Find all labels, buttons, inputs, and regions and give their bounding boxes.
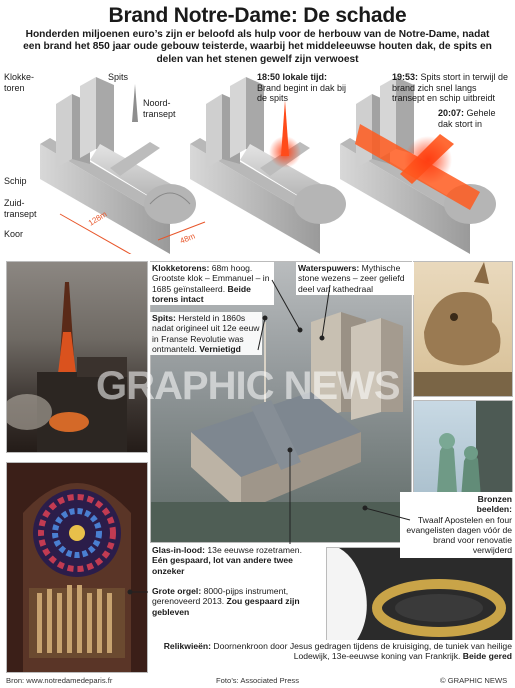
diagram-fire-spread	[340, 77, 496, 254]
gargoyle-photo	[413, 261, 513, 397]
towers-info: Klokketorens: 68m hoog. Grootste klok – …	[150, 262, 274, 306]
aerial-cathedral-image	[151, 312, 411, 542]
timeline-2007: 20:07: Gehele dak stort in	[438, 108, 496, 129]
glass-info: Glas-in-lood: 13e eeuwse rozetramen. Eén…	[150, 544, 322, 577]
watermark: GRAPHIC NEWS	[96, 364, 401, 408]
label-choir: Koor	[4, 229, 24, 239]
label-north-transept: Noord-transept	[143, 98, 176, 119]
organ-info: Grote orgel: 8000-pijps instrument, gere…	[150, 585, 324, 618]
gargoyle-image	[414, 262, 512, 396]
diagram-fire-start	[190, 77, 346, 254]
timeline-1850: 18:50 lokale tijd: Brand begint in dak b…	[257, 72, 347, 103]
intro-text: Honderden miljoenen euro’s zijn er beloo…	[23, 29, 492, 65]
rose-window-image	[23, 483, 131, 672]
photo-credit: Foto’s: Associated Press	[216, 676, 300, 685]
label-south-transept: Zuid-transept	[4, 198, 37, 219]
label-towers: Klokke-toren	[4, 72, 35, 93]
label-nave: Schip	[4, 176, 27, 186]
page-title: Brand Notre-Dame: De schade	[108, 4, 407, 27]
label-spire: Spits	[108, 72, 129, 82]
relics-photo	[326, 547, 513, 641]
spire-info: Spits: Hersteld in 1860s nadat origineel…	[150, 312, 262, 356]
gargoyles-info: Waterspuwers: Mythische stone wezens – z…	[296, 262, 414, 295]
source-credit: Bron: www.notredamedeparis.fr	[6, 676, 113, 685]
diagram-structure	[40, 77, 206, 254]
timeline-1953: 19:53: Spits stort in terwijl de brand z…	[392, 72, 509, 103]
burning-spire-image	[7, 282, 127, 452]
crown-of-thorns-image	[327, 548, 506, 640]
cathedral-diagrams	[40, 77, 496, 254]
fire-photo	[6, 261, 148, 453]
relics-info: Relikwieën: Doornenkroon door Jesus gedr…	[160, 640, 514, 663]
rose-window-photo	[6, 462, 148, 673]
aerial-photo	[150, 261, 412, 543]
copyright: © GRAPHIC NEWS	[440, 676, 508, 685]
